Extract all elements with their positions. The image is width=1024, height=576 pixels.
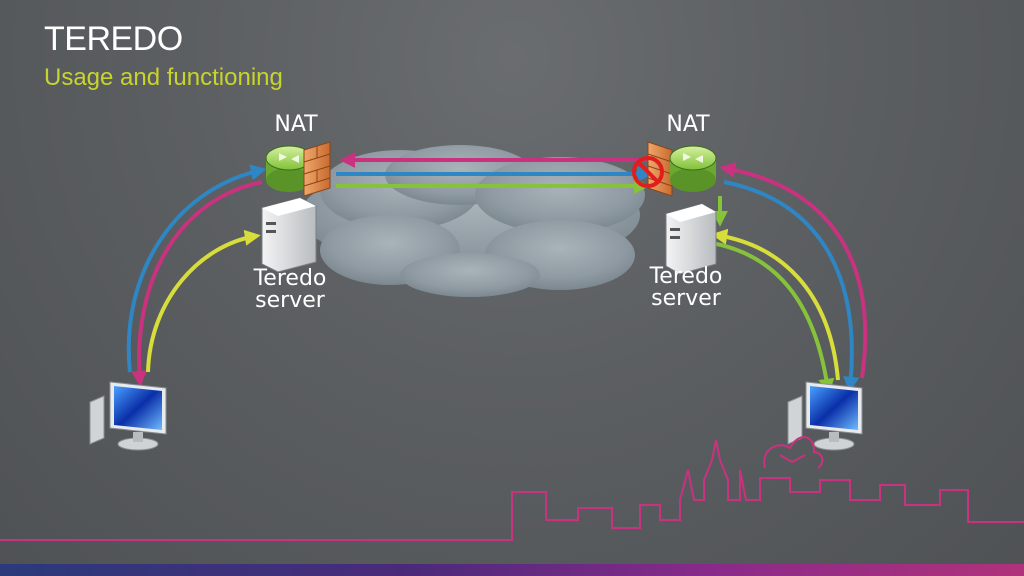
router-icon — [669, 145, 717, 192]
slide-title: TEREDO — [44, 20, 183, 58]
green-arrow-server-to-right-host — [711, 241, 835, 395]
left-server-label-line2: server — [255, 288, 325, 313]
slide-subtitle: Usage and functioning — [44, 64, 283, 91]
computer-icon — [89, 381, 167, 451]
magenta-arrow-right-host-to-nat — [719, 162, 868, 379]
right-server-label: Teredo server — [632, 266, 740, 310]
left-nat-label: NAT — [274, 112, 318, 137]
cloud-icon — [300, 145, 645, 297]
yellow-arrow-left-host-to-server — [146, 229, 261, 373]
yellow-arrow-right-host-to-server — [711, 228, 840, 381]
magenta-arrow-nat-to-left-host — [131, 180, 263, 387]
left-server-label: Teredo server — [236, 268, 344, 312]
nat-to-nat-arrows — [336, 152, 653, 194]
blue-arrow-nat-to-right-host — [723, 180, 860, 393]
blue-arrow-left-host-to-nat — [126, 164, 267, 373]
left-curved-arrows — [126, 164, 267, 387]
right-server-label-line2: server — [651, 286, 721, 311]
server-icon — [665, 203, 717, 275]
firewall-icon — [303, 141, 331, 197]
left-server-label-line1: Teredo — [253, 266, 327, 291]
right-curved-arrows — [711, 162, 868, 395]
right-server-label-line1: Teredo — [649, 264, 723, 289]
blocked-icon — [632, 156, 664, 188]
skyline-icon — [0, 436, 1024, 541]
bottom-gradient-bar — [0, 564, 1024, 576]
router-icon — [265, 145, 313, 192]
left-nat-device — [265, 141, 331, 197]
server-icon — [261, 197, 317, 273]
computer-icon — [787, 381, 863, 451]
right-nat-device — [632, 141, 717, 197]
right-nat-label: NAT — [666, 112, 710, 137]
